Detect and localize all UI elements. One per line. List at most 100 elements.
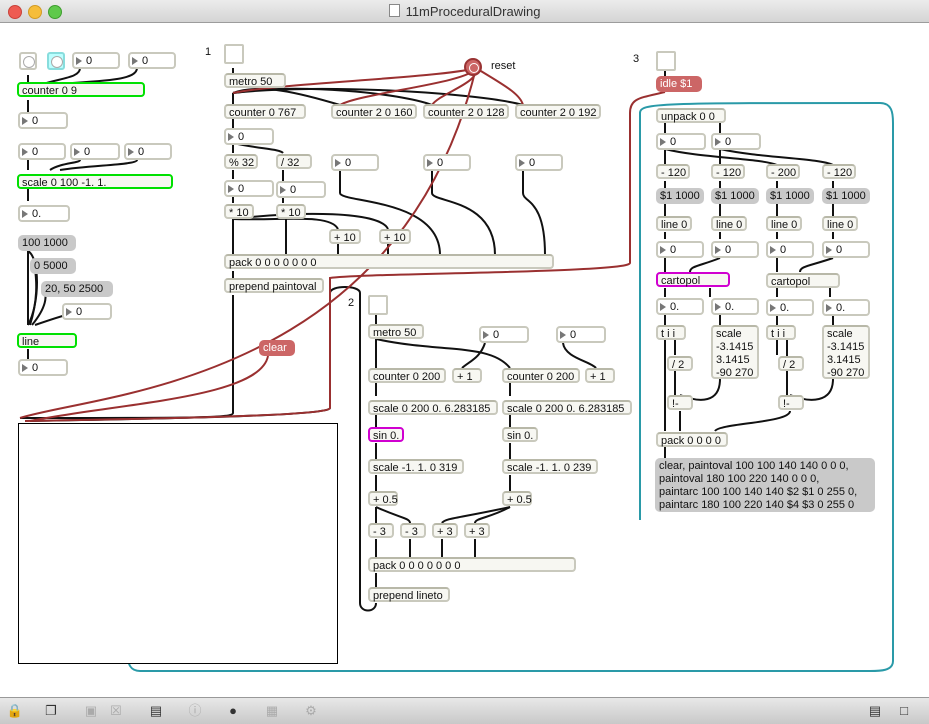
number-box[interactable]: 0 — [18, 143, 66, 160]
pack-object[interactable]: pack 0 0 0 0 — [656, 432, 728, 447]
minus-object[interactable]: - 120 — [656, 164, 690, 179]
metro-object[interactable]: metro 50 — [224, 73, 286, 88]
number-box[interactable]: 0 — [62, 303, 112, 320]
number-box[interactable]: 0 — [18, 359, 68, 376]
line-object[interactable]: line 0 — [766, 216, 802, 231]
reverse-minus-object[interactable]: !- — [778, 395, 804, 410]
number-box[interactable]: 0 — [479, 326, 529, 343]
plus-object[interactable]: + 3 — [432, 523, 458, 538]
line-object[interactable]: line 0 — [656, 216, 692, 231]
toggle-2[interactable] — [368, 295, 388, 315]
scale-object[interactable]: scale -1. 1. 0 319 — [368, 459, 464, 474]
plus-object[interactable]: + 0.5 — [502, 491, 532, 506]
number-box[interactable]: 0 — [224, 180, 274, 197]
grid-icon[interactable]: ▦ — [265, 703, 279, 718]
plus-object[interactable]: + 1 — [452, 368, 482, 383]
minus-object[interactable]: - 120 — [822, 164, 856, 179]
message-box[interactable]: $1 1000 — [822, 188, 870, 204]
number-box[interactable]: 0 — [766, 241, 814, 258]
number-box[interactable]: 0 — [72, 52, 120, 69]
prepend-lineto-object[interactable]: prepend lineto — [368, 587, 450, 602]
gear-icon[interactable]: ⚙ — [305, 703, 317, 718]
sin-object[interactable]: sin 0. — [502, 427, 538, 442]
line-object[interactable]: line — [17, 333, 77, 348]
presentation-icon[interactable]: ▤ — [149, 703, 163, 718]
scale-object[interactable]: scale 0 200 0. 6.283185 — [368, 400, 498, 415]
message-box[interactable]: $1 1000 — [766, 188, 814, 204]
sin-object[interactable]: sin 0. — [368, 427, 404, 442]
number-box[interactable]: 0 — [556, 326, 606, 343]
line-object[interactable]: line 0 — [711, 216, 747, 231]
counter-object[interactable]: counter 0 200 — [368, 368, 446, 383]
number-box[interactable]: 0 — [822, 241, 870, 258]
cartopol-object[interactable]: cartopol — [656, 272, 730, 287]
minus-object[interactable]: - 120 — [711, 164, 745, 179]
zoom-window-button[interactable] — [48, 5, 62, 19]
plus-object[interactable]: + 3 — [464, 523, 490, 538]
number-box[interactable]: 0 — [423, 154, 471, 171]
message-box[interactable]: 20, 50 2500 — [41, 281, 113, 297]
counter-object[interactable]: counter 2 0 128 — [423, 104, 509, 119]
multiply-object[interactable]: * 10 — [224, 204, 254, 219]
reset-button[interactable] — [464, 58, 482, 76]
panel-icon[interactable]: □ — [900, 703, 908, 718]
number-box-float[interactable]: 0. — [656, 298, 704, 315]
scale-object[interactable]: scale -3.1415 3.1415 -90 270 — [711, 325, 759, 379]
number-box[interactable]: 0 — [276, 181, 326, 198]
number-box[interactable]: 0 — [128, 52, 176, 69]
metro-object[interactable]: metro 50 — [368, 324, 424, 339]
trigger-object[interactable]: t i i — [656, 325, 686, 340]
line-object[interactable]: line 0 — [822, 216, 858, 231]
cartopol-object[interactable]: cartopol — [766, 273, 840, 288]
number-box[interactable]: 0 — [656, 133, 706, 150]
counter-object[interactable]: counter 2 0 192 — [515, 104, 601, 119]
trigger-object[interactable]: t i i — [766, 325, 796, 340]
plus-object[interactable]: + 0.5 — [368, 491, 398, 506]
counter-object[interactable]: counter 0 200 — [502, 368, 580, 383]
multiply-object[interactable]: * 10 — [276, 204, 306, 219]
prepend-paintoval-object[interactable]: prepend paintoval — [224, 278, 324, 293]
scale-object[interactable]: scale -1. 1. 0 239 — [502, 459, 598, 474]
message-box[interactable]: $1 1000 — [711, 188, 759, 204]
toggle-3[interactable] — [656, 51, 676, 71]
scale-object[interactable]: scale 0 100 -1. 1. — [17, 174, 173, 189]
bang-button-2[interactable] — [47, 52, 65, 70]
message-box[interactable]: 100 1000 — [18, 235, 76, 251]
paint-message-box[interactable]: clear, paintoval 100 100 140 140 0 0 0, … — [655, 458, 875, 512]
copy-icon[interactable]: ❐ — [45, 703, 57, 718]
pack-object[interactable]: pack 0 0 0 0 0 0 0 — [224, 254, 554, 269]
modulo-object[interactable]: % 32 — [224, 154, 258, 169]
close-window-button[interactable] — [8, 5, 22, 19]
divide-object[interactable]: / 2 — [778, 356, 804, 371]
counter-object[interactable]: counter 0 767 — [224, 104, 306, 119]
number-box[interactable]: 0 — [331, 154, 379, 171]
plus-object[interactable]: + 10 — [379, 229, 411, 244]
toggle-1[interactable] — [224, 44, 244, 64]
patcher-icon[interactable]: ▣ — [84, 703, 98, 718]
number-box[interactable]: 0 — [70, 143, 120, 160]
number-box-float[interactable]: 0. — [711, 298, 759, 315]
idle-message[interactable]: idle $1 — [656, 76, 702, 92]
number-box-float[interactable]: 0. — [822, 299, 870, 316]
layout-icon[interactable]: ▤ — [868, 703, 882, 718]
bang-button-1[interactable] — [19, 52, 37, 70]
number-box[interactable]: 0 — [656, 241, 704, 258]
info-icon[interactable]: ⓘ — [188, 703, 202, 718]
number-box[interactable]: 0 — [18, 112, 68, 129]
number-box[interactable]: 0 — [224, 128, 274, 145]
reverse-minus-object[interactable]: !- — [667, 395, 693, 410]
plus-object[interactable]: + 1 — [585, 368, 615, 383]
number-box-float[interactable]: 0. — [766, 299, 814, 316]
minus-object[interactable]: - 3 — [400, 523, 426, 538]
object-icon[interactable]: ● — [229, 703, 237, 718]
lock-icon[interactable]: 🔒 — [6, 703, 24, 718]
minus-object[interactable]: - 200 — [766, 164, 800, 179]
number-box-float[interactable]: 0. — [18, 205, 70, 222]
unpack-object[interactable]: unpack 0 0 — [656, 108, 726, 123]
pack-object[interactable]: pack 0 0 0 0 0 0 0 — [368, 557, 576, 572]
scale-object[interactable]: scale 0 200 0. 6.283185 — [502, 400, 632, 415]
plus-object[interactable]: + 10 — [329, 229, 361, 244]
number-box[interactable]: 0 — [711, 133, 761, 150]
minus-object[interactable]: - 3 — [368, 523, 394, 538]
divide-object[interactable]: / 32 — [276, 154, 312, 169]
